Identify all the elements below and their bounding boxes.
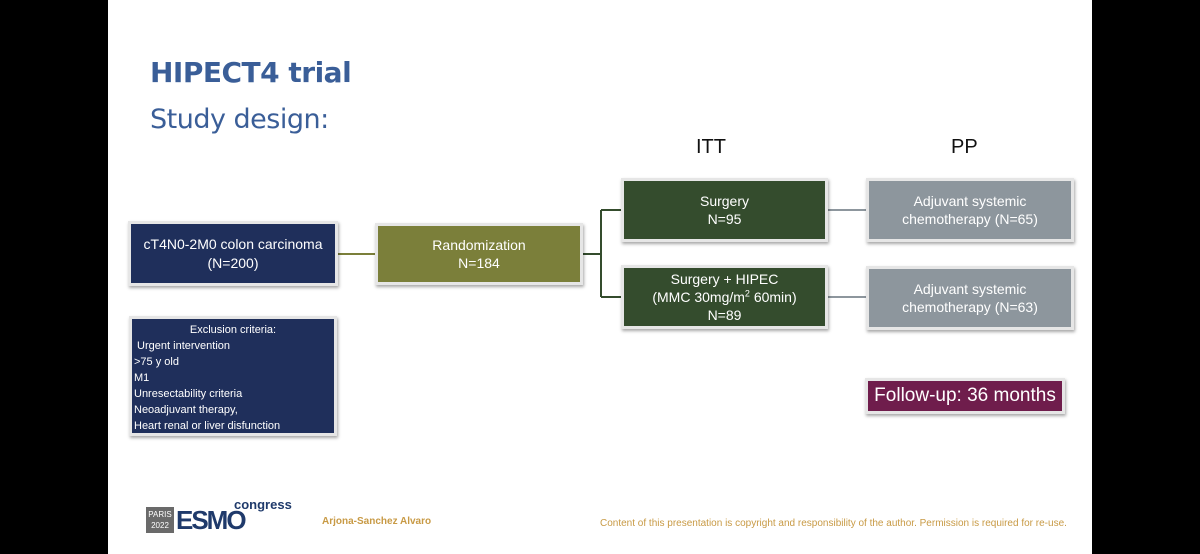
exclusion-item: M1	[134, 372, 150, 384]
adjuvant-chemo-box-hipec: Adjuvant systemic chemotherapy (N=63)	[866, 266, 1074, 330]
slide-subtitle: Study design:	[150, 104, 329, 135]
followup-badge: Follow-up: 36 months	[865, 378, 1065, 414]
slide-title: HIPECT4 trial	[150, 56, 352, 89]
exclusion-item: Unresectability criteria	[134, 388, 243, 400]
hipec-arm-regimen: (MMC 30mg/m2 60min)	[652, 288, 796, 306]
surgery-arm-box: Surgery N=95	[621, 178, 828, 242]
presenter-name: Arjona-Sanchez Alvaro	[322, 516, 432, 527]
logo-city-year-block: PARIS 2022	[146, 507, 174, 533]
logo-city: PARIS	[148, 510, 172, 519]
copyright-notice: Content of this presentation is copyrigh…	[600, 518, 1067, 529]
exclusion-item: Urgent intervention	[134, 340, 230, 352]
logo-congress-word: congress	[234, 497, 292, 512]
surgery-arm-label: Surgery	[699, 192, 750, 209]
adjuvant-chemo-label: Adjuvant systemic	[913, 280, 1027, 297]
logo-esmo-wordmark: ESMO	[176, 505, 247, 535]
exclusion-item: Neoadjuvant therapy,	[134, 404, 238, 416]
column-header-itt: ITT	[696, 136, 726, 158]
randomization-count: N=184	[458, 255, 500, 271]
logo-year: 2022	[151, 521, 169, 530]
hipec-arm-count: N=89	[707, 307, 742, 324]
hipec-regimen-superscript: 2	[744, 288, 750, 299]
hipec-arm-label: Surgery + HIPEC	[670, 270, 779, 287]
esmo-congress-logo: PARIS 2022 ESMO congress	[146, 497, 292, 535]
exclusion-criteria-heading: Exclusion criteria:	[189, 324, 277, 336]
adjuvant-chemo-count: chemotherapy (N=65)	[902, 211, 1038, 227]
population-label: cT4N0-2M0 colon carcinoma	[143, 236, 323, 253]
randomization-label: Randomization	[432, 236, 526, 253]
exclusion-item: Heart renal or liver disfunction	[134, 420, 281, 432]
exclusion-criteria-list: Urgent intervention >75 y old M1 Unresec…	[134, 338, 332, 434]
randomization-box: Randomization N=184	[375, 223, 583, 285]
hipec-regimen-dose: (MMC 30mg/m	[652, 288, 745, 305]
surgery-arm-count: N=95	[707, 211, 742, 227]
hipec-arm-box: Surgery + HIPEC (MMC 30mg/m2 60min) N=89	[621, 265, 828, 329]
hipec-regimen-duration: 60min)	[749, 288, 797, 305]
adjuvant-chemo-count: chemotherapy (N=63)	[902, 299, 1038, 315]
exclusion-criteria-box: Exclusion criteria: Urgent intervention …	[129, 316, 337, 436]
slide: HIPECT4 trial Study design: ITT PP cT4N0…	[108, 0, 1092, 554]
flow-connectors	[337, 209, 866, 298]
exclusion-item: >75 y old	[134, 356, 179, 368]
adjuvant-chemo-label: Adjuvant systemic	[913, 192, 1027, 209]
adjuvant-chemo-box-surgery: Adjuvant systemic chemotherapy (N=65)	[866, 178, 1074, 242]
population-count: (N=200)	[207, 254, 259, 271]
column-header-pp: PP	[951, 136, 978, 158]
population-box: cT4N0-2M0 colon carcinoma (N=200)	[128, 221, 338, 286]
